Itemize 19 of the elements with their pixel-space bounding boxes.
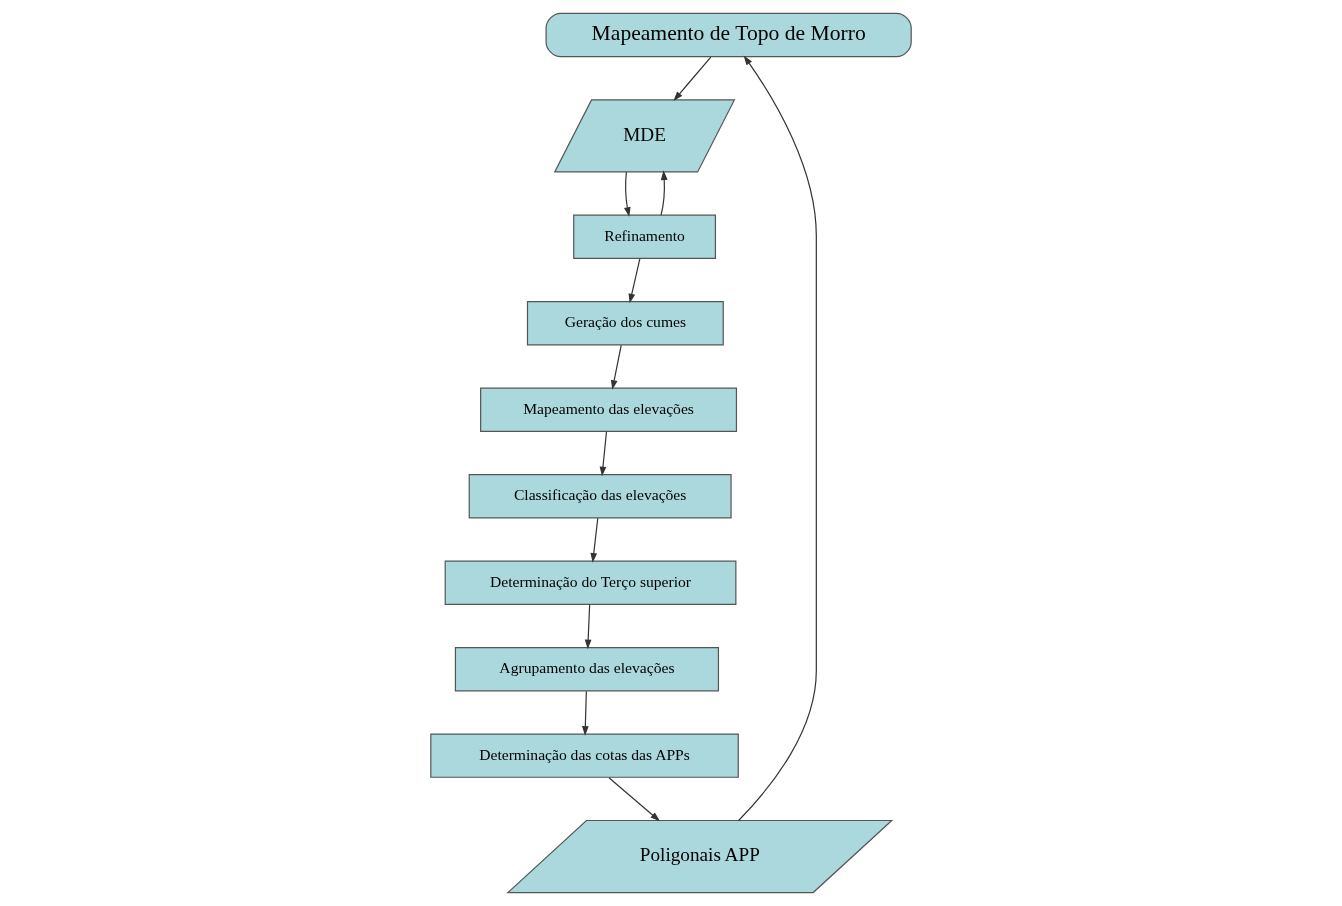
node-box: Determinação das cotas das APPs <box>430 733 739 778</box>
node-box: Agrupamento das elevações <box>454 646 720 692</box>
arrow <box>673 56 712 101</box>
arrow <box>738 55 817 822</box>
node-box: Geração dos cumes <box>526 301 724 346</box>
arrow <box>610 344 622 390</box>
node-box: Mapeamento das elevações <box>480 387 738 432</box>
node-box: Determinação do Terço superior <box>444 560 737 605</box>
arrow <box>608 777 660 822</box>
arrow <box>628 258 641 304</box>
arrow <box>584 604 592 650</box>
node-box: Mapeamento de Topo de Morro <box>545 12 912 58</box>
arrow <box>660 170 668 216</box>
arrow <box>599 431 608 477</box>
arrow <box>581 690 589 736</box>
node-box: Classificação das elevações <box>468 474 732 519</box>
node-box: Refinamento <box>573 214 717 260</box>
arrow <box>590 517 599 563</box>
arrow <box>623 171 631 217</box>
